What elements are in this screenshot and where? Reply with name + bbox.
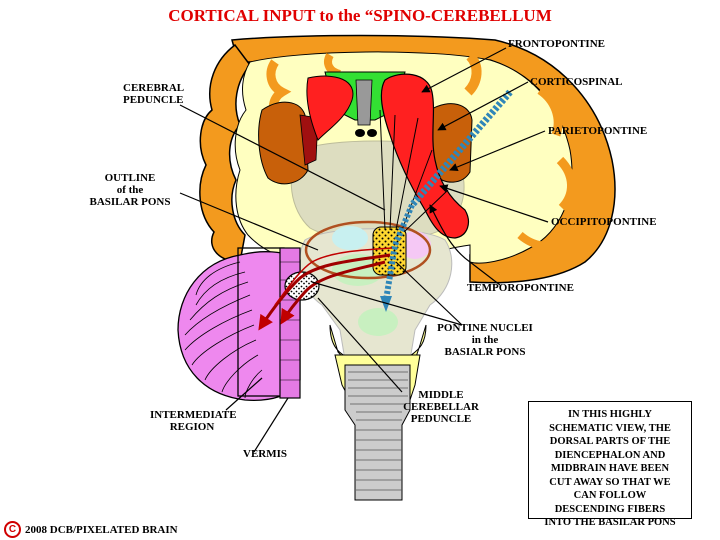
ventricle	[355, 79, 373, 126]
copyright-icon: C	[4, 521, 21, 538]
internal-capsule-left	[306, 75, 354, 141]
pontocerebellar-fibers	[258, 247, 393, 331]
fornix-right	[367, 129, 377, 137]
vermis-strip	[279, 247, 301, 399]
label-pontine-nuclei: PONTINE NUCLEI in the BASIALR PONS	[437, 322, 533, 358]
label-vermis: VERMIS	[243, 448, 288, 460]
pons-green-2	[358, 308, 398, 336]
copyright: C 2008 DCB/PIXELATED BRAIN	[4, 521, 178, 538]
basilar-pons-cyan	[332, 226, 368, 250]
middle-cerebellar-peduncle	[284, 271, 320, 301]
pointer-lines	[179, 47, 549, 453]
cerebellum	[177, 247, 301, 401]
spinal-cord	[344, 364, 411, 501]
putamen-left	[258, 101, 309, 185]
spinal-lines	[348, 371, 408, 491]
fornix-left	[355, 129, 365, 137]
label-cerebral-peduncle: CEREBRAL PEDUNCLE	[123, 82, 185, 106]
label-occipitopontine: OCCIPITOPONTINE	[551, 216, 657, 228]
label-corticospinal: CORTICOSPINAL	[530, 76, 623, 88]
explanatory-note: IN THIS HIGHLY SCHEMATIC VIEW, THE DORSA…	[528, 401, 692, 528]
basilar-pons-outline	[304, 220, 432, 280]
label-middle-cerebellar-peduncle: MIDDLE CEREBELLAR PEDUNCLE	[403, 389, 479, 425]
folia	[184, 261, 263, 399]
descending-fibers	[379, 109, 449, 233]
label-parietopontine: PARIETOPONTINE	[548, 125, 648, 137]
label-temporopontine: TEMPOROPONTINE	[467, 282, 574, 294]
label-intermediate-region: INTERMEDIATE REGION	[150, 409, 237, 433]
label-frontopontine: FRONTOPONTINE	[508, 38, 605, 50]
copyright-text: 2008 DCB/PIXELATED BRAIN	[25, 523, 178, 536]
diagram-title: CORTICAL INPUT to the “SPINO-CEREBELLUM	[168, 6, 552, 25]
corticospinal-tract	[380, 89, 513, 312]
label-outline-basilar-pons: OUTLINE of the BASILAR PONS	[89, 172, 171, 208]
